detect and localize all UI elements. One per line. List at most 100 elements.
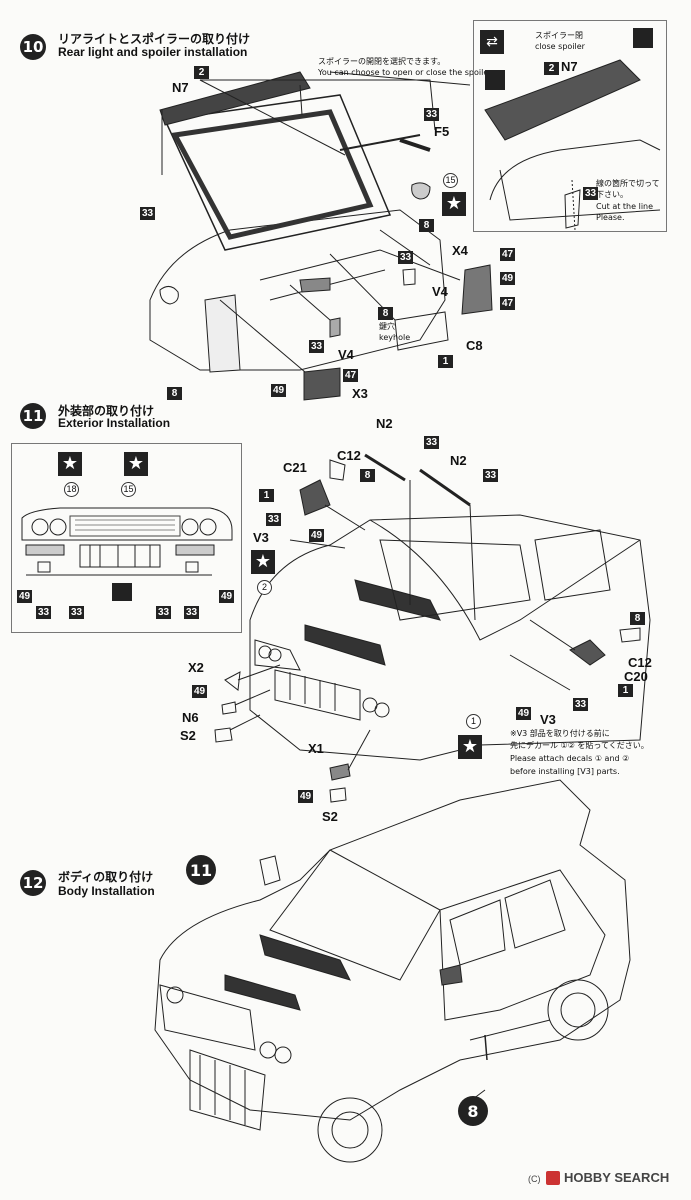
part-number: 49 <box>298 790 313 803</box>
decal-circle: 2 <box>257 580 272 595</box>
part-label-n2: N2 <box>450 453 467 468</box>
part-number: 47 <box>500 248 515 261</box>
part-label-n7: N7 <box>561 59 578 74</box>
rear-car-drawing <box>149 71 493 401</box>
part-number: 1 <box>259 489 274 502</box>
hobby-search-logo-icon <box>546 1171 560 1185</box>
decal-note-3: Please attach decals ① and ② <box>510 754 630 763</box>
decal-note-2: 先にデカール ①② を貼ってください。 <box>510 741 649 750</box>
part-label-v4: V4 <box>432 284 448 299</box>
part-number: 33 <box>266 513 281 526</box>
part-number: 49 <box>192 685 207 698</box>
part-label-c12: C12 <box>337 448 361 463</box>
part-label-s2: S2 <box>180 728 196 743</box>
part-label-x2: X2 <box>188 660 204 675</box>
star-icon: ★ <box>58 452 82 476</box>
swap-arrows-icon: ⇄ <box>480 30 504 54</box>
spoiler-inset-drawing <box>484 59 661 231</box>
part-number: 33 <box>140 207 155 220</box>
star-icon: ★ <box>124 452 148 476</box>
part-label-n6: N6 <box>182 710 199 725</box>
spoiler-close-inset <box>473 20 667 232</box>
part-label-c8: C8 <box>466 338 483 353</box>
star-icon: ★ <box>458 735 482 759</box>
decal-note-4: before installing [V3] parts. <box>510 767 620 776</box>
keyhole-en: keyhole <box>379 333 411 342</box>
brand-watermark: HOBBY SEARCH <box>564 1170 670 1185</box>
part-number: 49 <box>516 707 531 720</box>
part-number: 49 <box>271 384 286 397</box>
cut-note-en-2: Please. <box>596 213 625 222</box>
close-spoiler-jp: スポイラー閉 <box>535 31 583 40</box>
step-ref-11: 11 <box>186 855 216 885</box>
part-label-x1: X1 <box>308 741 324 756</box>
part-number: 33 <box>573 698 588 711</box>
part-number: 8 <box>360 469 375 482</box>
part-number: 8 <box>167 387 182 400</box>
step-11-number: 11 <box>20 403 46 429</box>
part-label-c12: C12 <box>628 655 652 670</box>
decal-icon <box>485 70 505 90</box>
decal-note-1: ※V3 部品を取り付ける前に <box>510 729 610 738</box>
part-number: 47 <box>500 297 515 310</box>
decal-circle: 1 <box>466 714 481 729</box>
step-12-title-en: Body Installation <box>58 884 155 898</box>
keyhole-jp: 鍵穴 <box>379 322 395 331</box>
close-spoiler-en: close spoiler <box>535 42 585 51</box>
step-10-title-en: Rear light and spoiler installation <box>58 45 248 59</box>
part-number: 33 <box>156 606 171 619</box>
part-number: 49 <box>17 590 32 603</box>
step-12-title-jp: ボディの取り付け <box>58 870 154 884</box>
part-number: 33 <box>36 606 51 619</box>
cut-note-jp-1: 線の箇所で切って <box>596 179 660 188</box>
part-number: 33 <box>398 251 413 264</box>
part-label-x3: X3 <box>352 386 368 401</box>
part-label-c20: C20 <box>624 669 648 684</box>
part-number: 33 <box>583 187 598 200</box>
part-number: 49 <box>309 529 324 542</box>
part-label-s2: S2 <box>322 809 338 824</box>
part-label-f5: F5 <box>434 124 450 139</box>
step-12-number: 12 <box>20 870 46 896</box>
part-label-x4: X4 <box>452 243 468 258</box>
part-number: 2 <box>194 66 209 79</box>
part-label-c21: C21 <box>283 460 307 475</box>
part-number: 33 <box>483 469 498 482</box>
cut-note-en-1: Cut at the line <box>596 202 654 211</box>
part-label-v4: V4 <box>338 347 354 362</box>
full-body-drawing <box>154 779 631 1163</box>
part-number: 49 <box>500 272 515 285</box>
decal-circle: 18 <box>64 482 79 497</box>
part-number: 1 <box>618 684 633 697</box>
part-number: 2 <box>544 62 559 75</box>
decal-circle: 15 <box>121 482 136 497</box>
decal-icon <box>633 28 653 48</box>
step-10-number: 10 <box>20 34 46 60</box>
step-11-title-en: Exterior Installation <box>58 416 171 430</box>
part-label-n7: N7 <box>172 80 189 95</box>
step-10-title-jp: リアライトとスポイラーの取り付け <box>58 32 251 46</box>
part-label-v3: V3 <box>253 530 269 545</box>
part-label-v3: V3 <box>540 712 556 727</box>
part-number: 1 <box>438 355 453 368</box>
decal-circle: 15 <box>443 173 458 188</box>
part-number: 33 <box>424 436 439 449</box>
copyright-mark: (C) <box>528 1174 541 1184</box>
decal-icon <box>112 583 132 601</box>
grille-inset-drawing <box>21 507 233 576</box>
grille-inset <box>11 443 242 633</box>
part-number: 47 <box>343 369 358 382</box>
part-number: 8 <box>419 219 434 232</box>
star-icon: ★ <box>442 192 466 216</box>
part-label-n2: N2 <box>376 416 393 431</box>
step-ref-8: 8 <box>458 1096 488 1126</box>
spoiler-note-en: You can choose to open or close the spoi… <box>318 68 494 77</box>
part-number: 8 <box>378 307 393 320</box>
part-number: 33 <box>184 606 199 619</box>
part-number: 33 <box>69 606 84 619</box>
star-icon: ★ <box>251 550 275 574</box>
part-number: 33 <box>309 340 324 353</box>
step-11-title-jp: 外装部の取り付け <box>58 404 155 418</box>
part-number: 49 <box>219 590 234 603</box>
